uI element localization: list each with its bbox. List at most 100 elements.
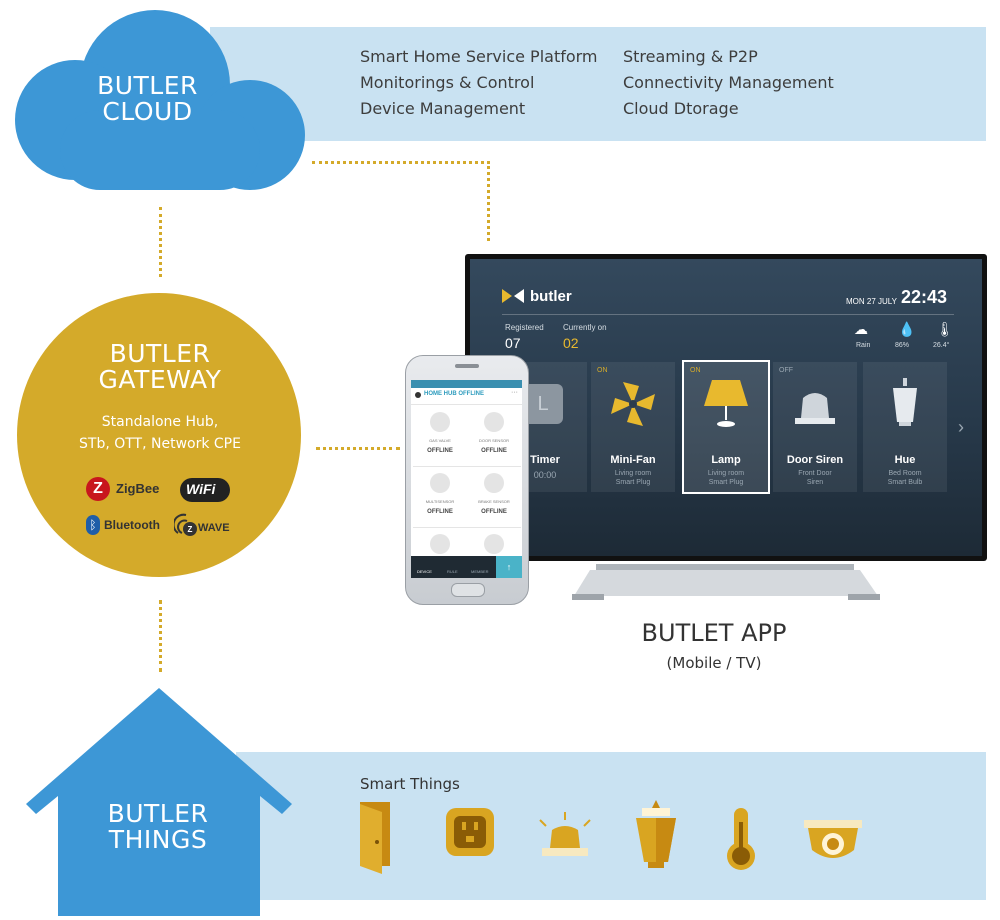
zwave-icon: Z (174, 513, 197, 536)
registered-label: Registered (505, 323, 544, 332)
phone-device-cell[interactable]: GAS VALVE OFFLINE (413, 406, 467, 467)
tv-screen: butler MON 27 JULY 22:43 Registered 07 C… (470, 259, 982, 556)
phone-speaker (455, 364, 479, 368)
smart-things-heading: Smart Things (360, 775, 460, 793)
device-line1: 00:00 (533, 470, 557, 480)
device-line1: Living room (614, 470, 652, 477)
door-sensor-icon (484, 412, 504, 432)
cloud-features-col2: Streaming & P2P Connectivity Management … (623, 44, 834, 122)
wifi-logo: WiFi (180, 478, 230, 502)
fan-icon (611, 382, 655, 426)
device-line2: Smart Plug (615, 479, 651, 486)
zwave-logo: Z WAVE (174, 511, 238, 539)
zigbee-label: ZigBee (116, 481, 160, 496)
device-card-door-siren[interactable]: OFF Door Siren Front Door Siren (773, 362, 857, 492)
more-icon[interactable]: ··· (511, 389, 518, 396)
gateway-circle (17, 293, 301, 577)
phone-device-icon-partial (484, 534, 504, 554)
cloud-feature: Device Management (360, 99, 526, 118)
hue-lantern-icon (893, 378, 917, 426)
cloud-feature: Connectivity Management (623, 73, 834, 92)
weather-rain-label: Rain (856, 342, 871, 349)
phone-home-button[interactable] (451, 583, 485, 597)
butler-logo-icon (502, 289, 524, 303)
weather-temp-label: 26.4° (933, 342, 950, 349)
cloud-title-line2: CLOUD (102, 97, 193, 126)
door-icon (360, 802, 390, 874)
bluetooth-label: Bluetooth (104, 518, 160, 532)
connector-gateway-things (159, 600, 162, 672)
phone-device-cell[interactable]: BRAKE SENSOR OFFLINE (467, 467, 521, 528)
house-icon (26, 688, 292, 916)
device-name: Mini-Fan (610, 454, 656, 466)
device-status: OFFLINE (481, 448, 507, 454)
cloud-feature: Streaming & P2P (623, 47, 758, 66)
cloud-icon (15, 10, 305, 190)
lamp-icon (704, 380, 748, 427)
app-subtitle: (Mobile / TV) (666, 654, 762, 672)
zigbee-icon: Z (86, 477, 110, 501)
weather-humidity-label: 86% (895, 342, 910, 349)
cloud-title: BUTLER CLOUD (80, 73, 215, 125)
phone-header: HOME HUB OFFLINE ··· (411, 388, 522, 405)
tv-date: MON 27 JULY (846, 297, 897, 306)
device-name: Hue (894, 454, 916, 466)
device-status: OFFLINE (481, 509, 507, 515)
cloud-title-line1: BUTLER (97, 71, 198, 100)
humidity-drop-icon: 💧 (898, 321, 916, 337)
camera-icon (804, 820, 862, 858)
device-card-hue[interactable]: Hue Bed Room Smart Bulb (863, 362, 947, 492)
cloud-band (210, 27, 986, 141)
device-line2: Siren (806, 479, 824, 486)
cloud-features-col1: Smart Home Service Platform Monitorings … (360, 44, 598, 122)
smart-plug-icon (446, 808, 494, 856)
tab-member[interactable]: MEMBER (471, 569, 489, 574)
phone-tab-bar: DEVICE RULE MEMBER ↑ (411, 556, 522, 578)
device-label: BRAKE SENSOR (478, 499, 510, 504)
phone-header-title: HOME HUB OFFLINE (424, 391, 484, 397)
thermometer-icon (727, 808, 755, 870)
bluetooth-logo: ᛒ Bluetooth (86, 515, 176, 537)
multisensor-icon (430, 473, 450, 493)
device-state: OFF (779, 367, 793, 374)
thermometer-icon: 🌡 (936, 321, 954, 337)
connector-gateway-app (316, 447, 400, 450)
tab-rule[interactable]: RULE (447, 569, 458, 574)
connector-cloud-app-h (312, 161, 490, 164)
zigbee-logo: Z ZigBee (86, 477, 176, 503)
device-line1: Living room (707, 470, 745, 477)
registered-value: 07 (505, 335, 521, 351)
gateway-title: BUTLER GATEWAY (60, 341, 260, 393)
phone-device-cell[interactable]: DOOR SENSOR OFFLINE (467, 406, 521, 467)
things-band (236, 752, 986, 900)
device-label: GAS VALVE (429, 438, 451, 443)
device-line2: Smart Bulb (887, 479, 923, 486)
gas-valve-icon (430, 412, 450, 432)
gateway-desc-line2: STb, OTT, Network CPE (79, 436, 241, 452)
device-line2: Smart Plug (708, 479, 744, 486)
connector-cloud-app-v (487, 161, 490, 241)
gateway-title-line2: GATEWAY (98, 365, 222, 394)
phone-device-icon-partial (430, 534, 450, 554)
tv-divider (502, 314, 954, 315)
connector-cloud-gateway (159, 207, 162, 277)
things-title-line2: THINGS (108, 825, 208, 854)
device-status: OFFLINE (427, 509, 453, 515)
tab-device[interactable]: DEVICE (417, 569, 432, 574)
alert-icon (415, 392, 421, 398)
device-card-mini-fan[interactable]: ON Mini-Fan Living room Smart Plug (591, 362, 675, 492)
phone-device-cell[interactable]: MULTISENSOR OFFLINE (413, 467, 467, 528)
device-line1: Bed Room (888, 470, 922, 477)
chevron-right-icon[interactable]: › (958, 417, 964, 437)
cloud-feature: Smart Home Service Platform (360, 47, 598, 66)
device-state: ON (690, 367, 701, 374)
device-card-lamp[interactable]: ON Lamp Living room Smart Plug (682, 360, 770, 494)
cloud-feature: Monitorings & Control (360, 73, 535, 92)
bluetooth-icon: ᛒ (86, 515, 100, 535)
svg-text:Z: Z (188, 525, 193, 534)
wifi-label: WiFi (186, 481, 216, 497)
currently-on-value: 02 (563, 335, 579, 351)
things-title-line1: BUTLER (107, 799, 209, 828)
add-button[interactable]: ↑ (496, 556, 522, 578)
siren-icon (539, 812, 591, 856)
